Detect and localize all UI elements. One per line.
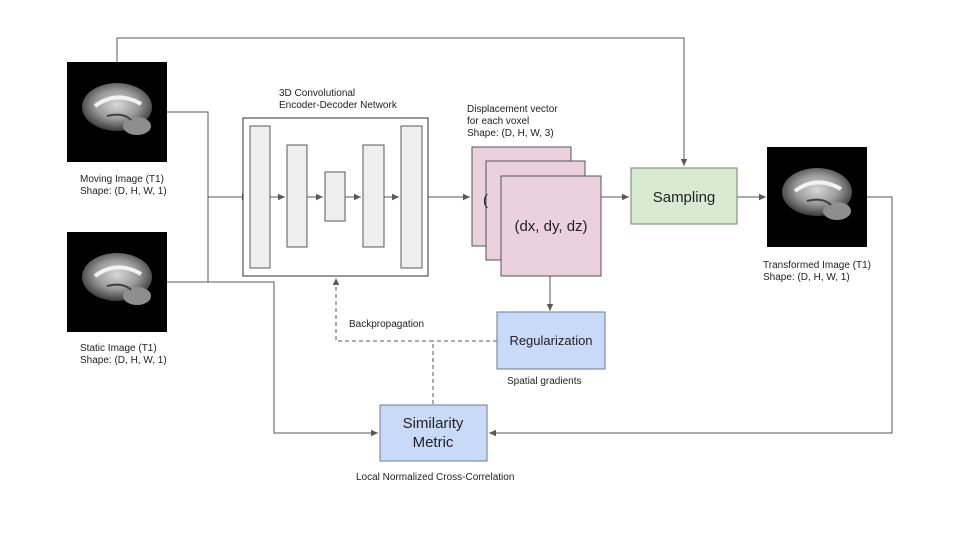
network-title-line1: 3D Convolutional <box>279 88 355 99</box>
network-layer <box>400 125 423 269</box>
regularization-block: Regularization <box>496 311 606 370</box>
moving-image-title: Moving Image (T1) <box>80 174 164 185</box>
displacement-peek-text: ( <box>483 192 488 209</box>
moving-image-shape: Shape: (D, H, W, 1) <box>80 186 167 197</box>
moving-image <box>67 62 167 162</box>
brain-mri-icon <box>82 253 152 305</box>
network-layer <box>362 144 385 248</box>
brain-mri-icon <box>782 168 852 220</box>
network-layer <box>324 171 346 222</box>
network-title-line2: Encoder-Decoder Network <box>279 100 398 111</box>
static-to-network-line <box>167 197 209 283</box>
moving-to-network-line <box>167 111 209 197</box>
sampling-block: Sampling <box>630 167 738 225</box>
displacement-caption-line2: for each voxel <box>467 116 529 127</box>
similarity-label-line2: Metric <box>413 434 454 451</box>
moving-to-sampling-line <box>116 37 688 166</box>
static-to-similarity-line <box>208 281 378 437</box>
backprop-dashed-line <box>332 278 434 404</box>
static-image-shape: Shape: (D, H, W, 1) <box>80 355 167 366</box>
transformed-to-similarity-line <box>489 196 893 437</box>
regularization-caption: Spatial gradients <box>507 376 582 387</box>
similarity-label-line1: Similarity <box>403 415 464 432</box>
displacement-vector-text: (dx, dy, dz) <box>514 218 587 235</box>
displacement-caption-line1: Displacement vector <box>467 104 558 115</box>
similarity-caption: Local Normalized Cross-Correlation <box>356 472 514 483</box>
sampling-label: Sampling <box>653 189 716 206</box>
network-layer <box>249 125 271 269</box>
backprop-label: Backpropagation <box>349 319 424 330</box>
transformed-image <box>767 147 867 247</box>
static-image-title: Static Image (T1) <box>80 343 157 354</box>
brain-mri-icon <box>82 83 152 135</box>
regularization-label: Regularization <box>509 333 592 348</box>
similarity-metric-block: Similarity Metric <box>379 404 488 462</box>
displacement-card-front <box>500 175 602 277</box>
transformed-image-title: Transformed Image (T1) <box>763 260 871 271</box>
network-layer <box>286 144 308 248</box>
transformed-image-shape: Shape: (D, H, W, 1) <box>763 272 850 283</box>
displacement-field-stack: ( (dx, dy, dz) <box>471 146 602 277</box>
encoder-decoder-network <box>242 117 429 277</box>
displacement-caption-line3: Shape: (D, H, W, 3) <box>467 128 554 139</box>
static-image <box>67 232 167 332</box>
connectors <box>116 37 893 437</box>
